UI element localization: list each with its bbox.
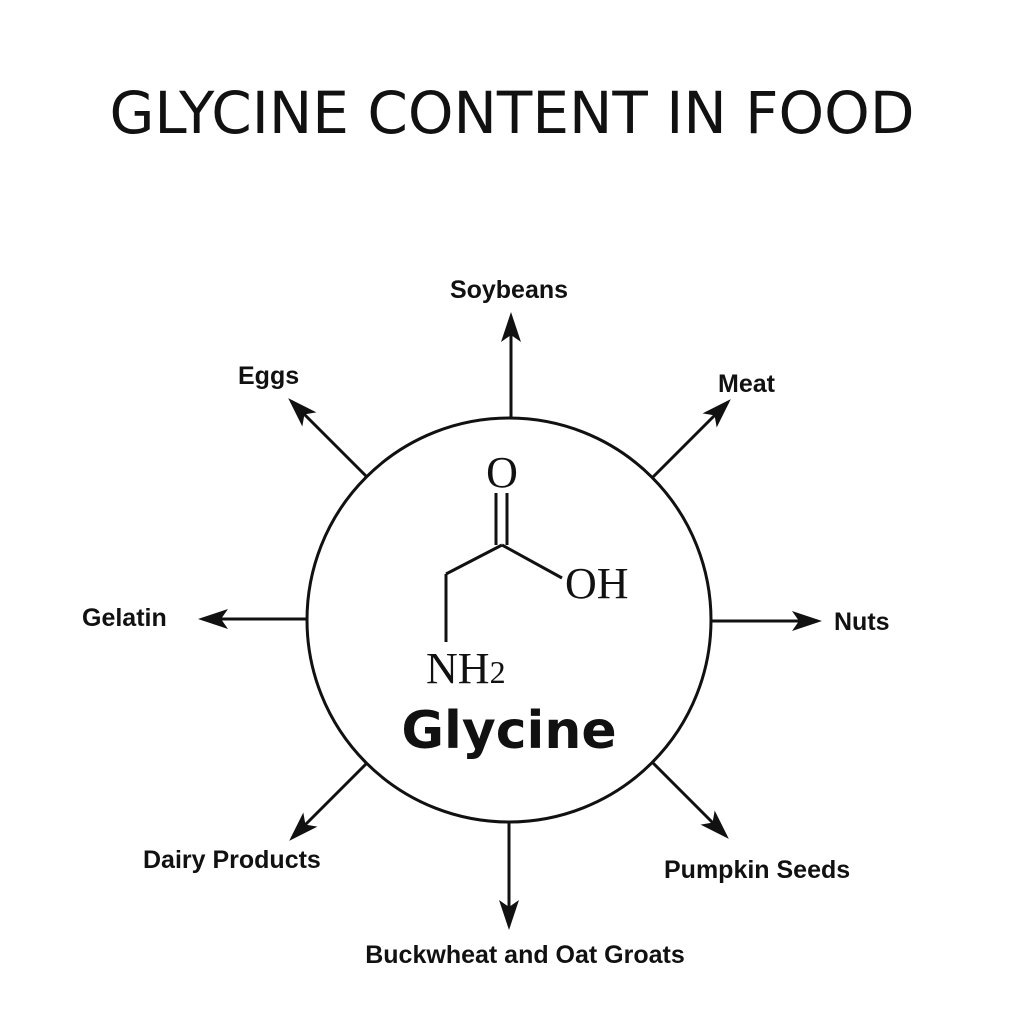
bond-c-ch2 [445, 543, 503, 576]
group-amine-subscript: 2 [490, 654, 506, 690]
group-amine-main: NH [426, 644, 490, 693]
label-eggs: Eggs [238, 362, 299, 390]
group-hydroxyl: OH [565, 559, 629, 608]
arrow-eggs [288, 398, 368, 478]
glycine-structure: O OH NH2 [426, 448, 629, 693]
arrow-meat [651, 399, 731, 479]
label-dairy-products: Dairy Products [143, 846, 321, 874]
arrow-pumpkin-seeds [651, 761, 729, 839]
bond-c-oh [501, 543, 563, 580]
arrow-dairy-products [289, 762, 368, 841]
label-soybeans: Soybeans [450, 276, 568, 304]
atom-oxygen: O [486, 448, 518, 497]
label-gelatin: Gelatin [82, 604, 167, 632]
label-buckwheat-oat-groats: Buckwheat and Oat Groats [365, 941, 685, 969]
page-title: GLYCINE CONTENT IN FOOD [109, 79, 915, 147]
group-amine: NH2 [426, 644, 506, 693]
label-nuts: Nuts [834, 608, 890, 636]
compound-name: Glycine [401, 701, 616, 761]
label-meat: Meat [718, 370, 776, 398]
label-pumpkin-seeds: Pumpkin Seeds [664, 856, 850, 884]
